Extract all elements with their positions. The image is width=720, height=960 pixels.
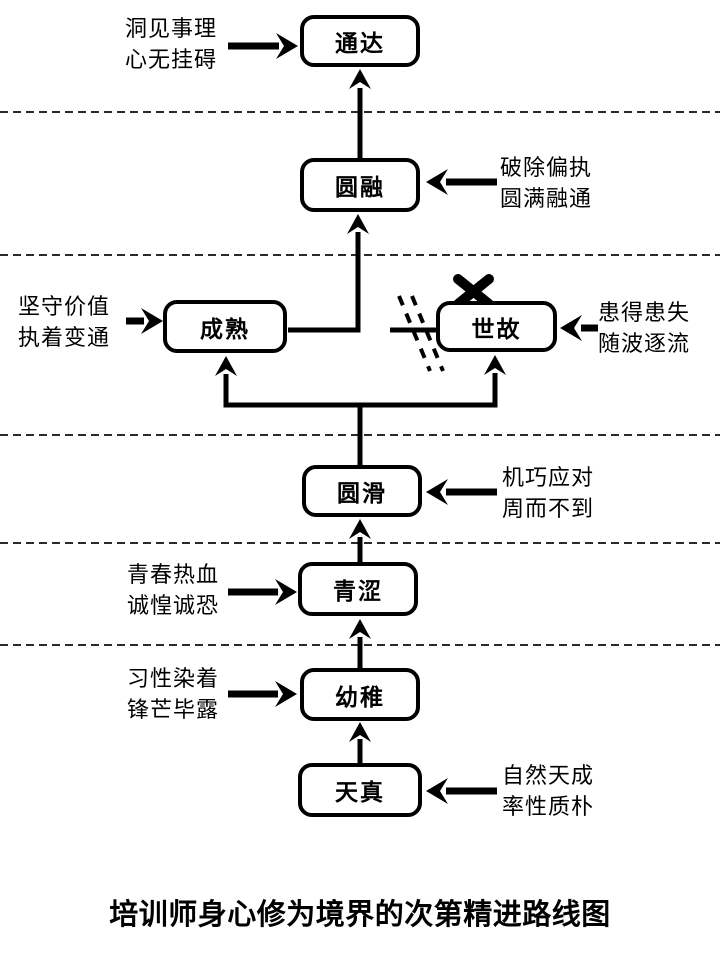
annotation-line: 自然天成 [502,763,595,788]
branch-junction-line [223,373,498,408]
diagram-title: 培训师身心修为境界的次第精进路线图 [109,899,611,931]
annotation-arrow-youzhi [228,681,297,707]
node-qingse: 青涩 [298,562,418,616]
annotation-line: 周而不到 [502,496,595,521]
annotation-line: 洞见事理 [125,16,218,41]
annotation-line: 锋芒毕露 [127,697,220,722]
blocked-x-icon [453,274,494,309]
annotation-yuanhua: 机巧应对 周而不到 [502,462,594,524]
annotation-line: 青春热血 [127,562,220,587]
annotation-line: 率性质朴 [502,794,595,819]
annotation-line: 圆满融通 [500,186,593,211]
annotation-line: 执着变通 [18,325,111,350]
annotation-line: 随波逐流 [598,331,691,356]
arrowhead-to-chengshu [215,356,237,376]
node-youzhi: 幼稚 [300,668,420,721]
annotation-arrow-yuanhua [426,479,497,505]
node-shigu: 世故 [436,301,557,352]
severed-link-dash-2 [410,295,445,372]
annotation-arrow-tianzhen [426,778,497,804]
annotation-yuanrong: 破除偏执 圆满融通 [500,152,592,214]
annotation-line: 诚惶诚恐 [127,593,220,618]
annotation-youzhi: 习性染着 锋芒毕露 [127,663,219,725]
arrow-yuanrong-to-tongda [349,69,371,158]
node-tongda: 通达 [300,15,420,67]
arrow-qingse-to-yuanhua [349,519,371,562]
annotation-line: 机巧应对 [502,465,595,490]
annotation-line: 心无挂碍 [125,47,218,72]
severed-link-dash-1 [397,295,432,372]
arrowhead-to-shigu [484,355,506,375]
annotation-qingse: 青春热血 诚惶诚恐 [127,559,219,621]
annotation-arrow-yuanrong [426,169,497,195]
annotation-arrow-chengshu [126,308,163,334]
annotation-tongda: 洞见事理 心无挂碍 [125,13,217,75]
annotation-shigu: 患得患失 随波逐流 [598,297,690,359]
annotation-line: 坚守价值 [18,294,111,319]
arrow-chengshu-to-yuanrong [288,214,369,333]
node-yuanhua: 圆滑 [302,465,422,517]
annotation-chengshu: 坚守价值 执着变通 [18,291,110,353]
arrow-youzhi-to-qingse [349,619,371,668]
annotation-line: 患得患失 [598,300,691,325]
arrow-tianzhen-to-youzhi [349,722,371,763]
annotation-arrow-shigu [560,315,598,341]
annotation-line: 习性染着 [127,666,220,691]
node-chengshu: 成熟 [163,300,287,353]
node-tianzhen: 天真 [298,763,422,817]
annotation-line: 破除偏执 [500,155,593,180]
node-yuanrong: 圆融 [300,158,420,212]
annotation-arrow-qingse [228,579,297,605]
annotation-tianzhen: 自然天成 率性质朴 [502,760,594,822]
annotation-arrow-tongda [228,33,298,59]
